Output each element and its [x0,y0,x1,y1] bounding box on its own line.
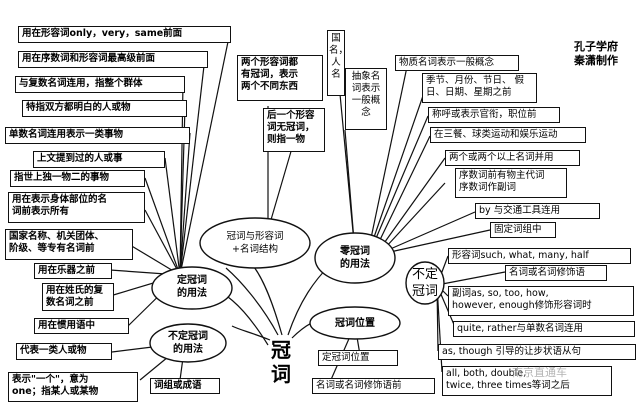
zero-use-item: 两个或两个以上名词并用 [445,150,580,166]
definite-use-item: 指世上独一物二的事物 [10,170,145,187]
hub-definite-article: 定冠词 的用法 [177,275,207,299]
indef-position-item: quite, rather与单数名词连用 [453,321,635,337]
definite-use-item: 用在姓氏的复 数名词之前 [42,283,114,311]
definite-use-item: 特指双方都明白的人或物 [22,100,187,117]
zero-use-item: 序数词前有物主代词 序数词作副词 [455,168,567,198]
definite-use-item: 上文提到过的人或事 [33,151,165,168]
zero-use-item: 称呼或表示官衔，职位前 [428,107,560,123]
indefinite-use-item: 表示"一个"，意为 one；指某人或某物 [8,372,138,402]
hub-indefinite-small: 不定 冠词 [411,267,438,299]
indef-position-item: 名词或名词修饰语 [505,265,607,281]
indef-position-item: 副词as, so, too, how, however, enough修饰形容词… [448,286,634,316]
abstract-noun-note: 抽象名 词表示 一般概 念 [345,68,387,130]
indef-position-item: as, though 引导的让步状语从句 [438,344,636,360]
definite-use-item: 用在表示身体部位的名 词前表示所有 [8,192,145,223]
definite-use-item: 国家名称、机关团体、 阶级、等专有名词前 [5,229,133,260]
definite-use-item: 单数名词连用表示一类事物 [5,127,190,144]
definite-use-item: 用在序数词和形容词最高级前面 [18,51,208,68]
hub-indefinite-article: 不定冠词 的用法 [168,331,208,355]
zero-use-item: by 与交通工具连用 [475,203,600,219]
zero-use-item: 季节、月份、节日、 假 日、日期、星期之前 [422,73,537,103]
proper-noun-note: 国名，人名 [327,30,345,96]
definite-use-item: 用在惯用语中 [34,318,129,334]
adjective-note: 两个形容词都 有冠词，表示 两个不同东西 [237,55,323,101]
zero-use-item: 固定词组中 [490,222,556,238]
zero-use-item: 在三餐、球类运动和娱乐运动 [430,127,586,143]
indefinite-use-item: 词组或成语 [150,378,220,394]
indef-position-item: 形容词such, what, many, half [448,248,631,264]
hub-zero-article: 零冠词 的用法 [340,246,370,270]
tree-trunk-title: 冠 词 [271,338,291,386]
def-position-item: 名词或名词修饰语前 [312,378,435,394]
watermark: 南京直通车 [512,366,567,379]
definite-use-item: 与复数名词连用，指整个群体 [15,76,185,93]
hub-article-adjective-noun: 冠词与形容词 +名词结构 [226,231,284,255]
definite-use-item: 用在形容词only，very，same前面 [18,26,231,43]
adjective-note: 后一个形容 词无冠词， 则指一物 [263,108,325,152]
author-credit: 孔子学府 秦潇制作 [574,40,618,67]
def-position-item: 定冠词位置 [318,350,398,366]
hub-article-position: 冠词位置 [335,318,375,329]
definite-use-item: 用在乐器之前 [34,263,112,279]
indef-position-item: all, both, double, twice, three times等词之… [442,366,612,396]
zero-use-item: 物质名词表示一般概念 [395,55,519,71]
indefinite-use-item: 代表一类人或物 [16,343,112,360]
